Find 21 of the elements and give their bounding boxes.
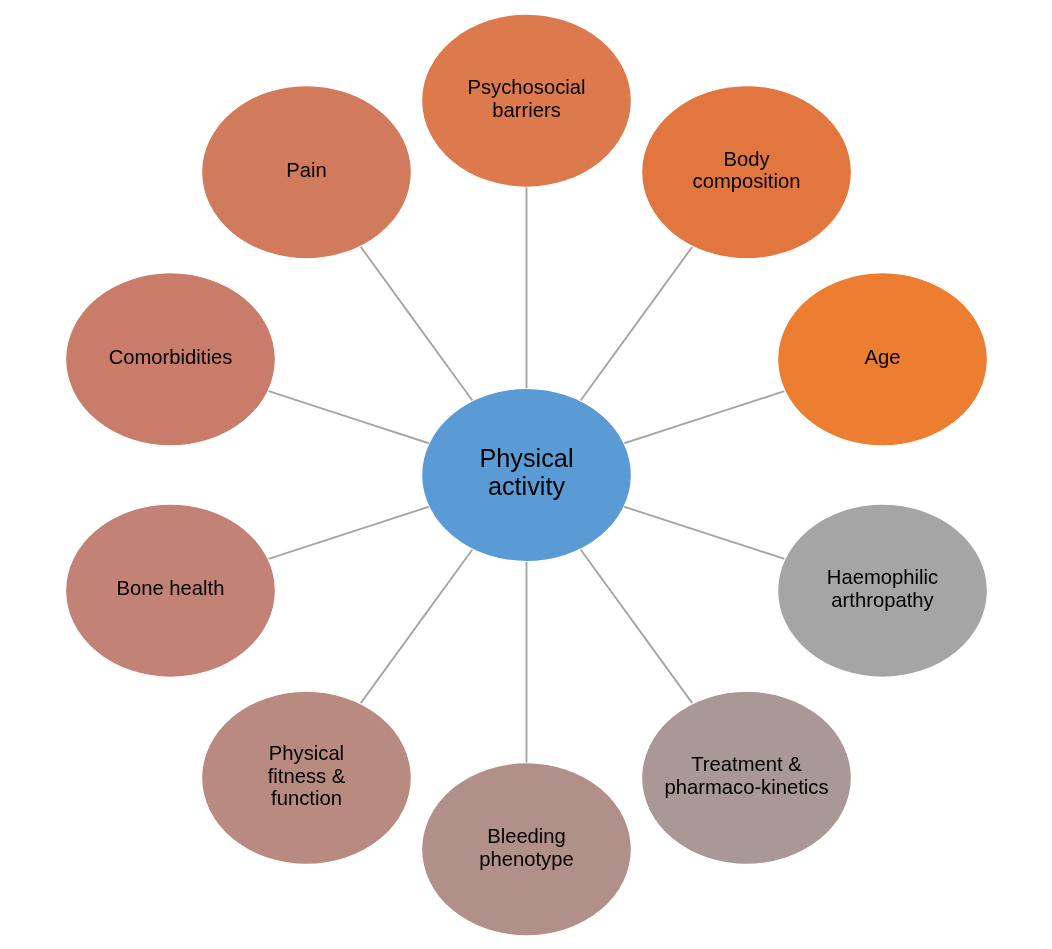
connector xyxy=(359,548,473,704)
connector xyxy=(525,560,527,764)
node-ellipse: Physical fitness & function xyxy=(200,690,412,865)
node-ellipse: Body composition xyxy=(640,84,852,259)
node-ellipse: Age xyxy=(776,271,988,447)
connector xyxy=(267,505,430,560)
connector xyxy=(359,245,473,401)
node-ellipse: Physical activity xyxy=(420,387,632,562)
connector xyxy=(622,505,785,560)
node-ellipse: Pain xyxy=(200,84,412,259)
node-ellipse: Bone health xyxy=(64,502,276,678)
connector xyxy=(525,185,527,389)
connector xyxy=(579,548,693,704)
node-ellipse: Psychosocial barriers xyxy=(420,12,632,188)
connector xyxy=(579,245,693,401)
connector xyxy=(622,389,785,444)
connector xyxy=(267,389,430,444)
node-ellipse: Haemophilic arthropathy xyxy=(776,502,988,678)
node-ellipse: Treatment & pharmaco-kinetics xyxy=(640,690,852,865)
node-ellipse: Bleeding phenotype xyxy=(420,761,632,937)
node-ellipse: Comorbidities xyxy=(64,271,276,447)
